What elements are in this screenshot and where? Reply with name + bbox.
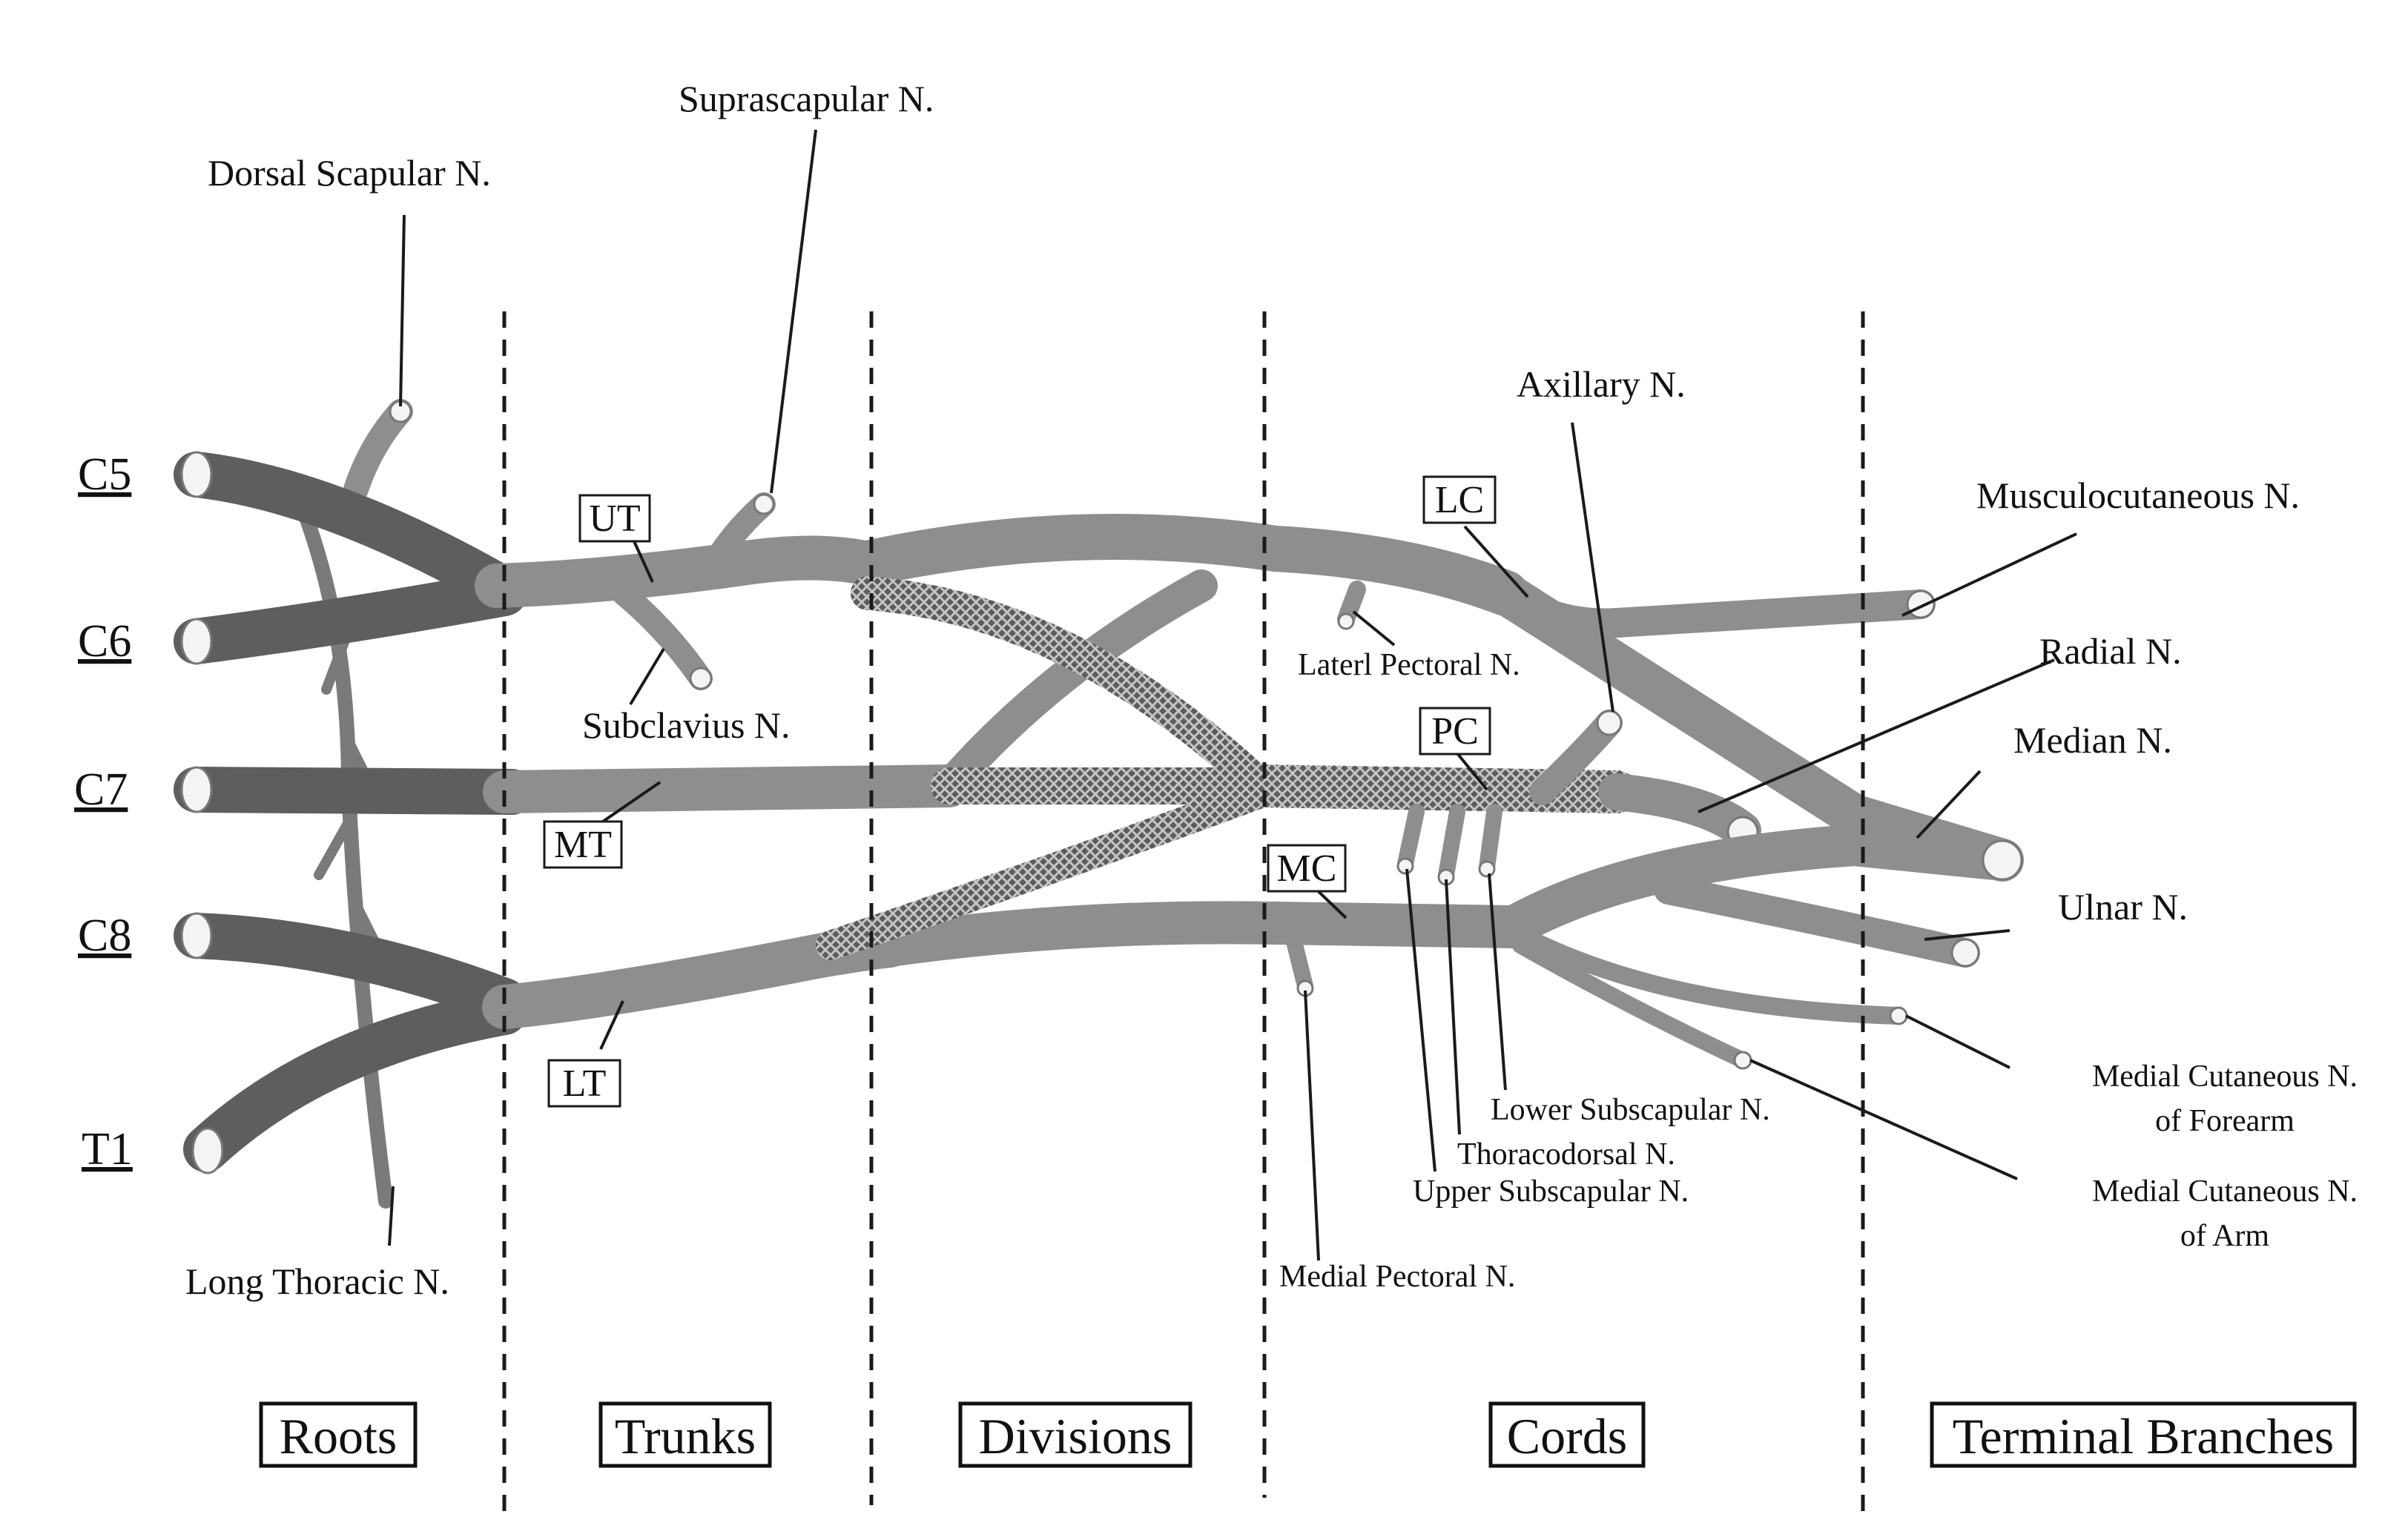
root-t1-nerve bbox=[183, 989, 527, 1172]
region-label-roots: Roots bbox=[280, 1408, 398, 1464]
trunk-label-lower: LT bbox=[563, 1063, 607, 1105]
label-medial-cutaneous-arm-2: of Arm bbox=[2180, 1219, 2269, 1253]
label-median: Median N. bbox=[2013, 719, 2172, 761]
root-label-c5: C5 bbox=[78, 449, 131, 500]
label-dorsal-scapular: Dorsal Scapular N. bbox=[208, 152, 491, 194]
root-label-t1: T1 bbox=[82, 1124, 133, 1174]
label-lower-subscapular: Lower Subscapular N. bbox=[1491, 1093, 1770, 1127]
region-label-cords: Cords bbox=[1507, 1408, 1627, 1464]
terminal-branches-group bbox=[1286, 572, 2024, 1070]
trunk-label-upper: UT bbox=[589, 498, 640, 540]
cord-label-posterior: PC bbox=[1431, 710, 1479, 753]
label-upper-subscapular: Upper Subscapular N. bbox=[1413, 1174, 1689, 1209]
root-c8-nerve bbox=[174, 913, 527, 1024]
medial-pectoral-nerve bbox=[1286, 933, 1313, 994]
radial-nerve bbox=[1598, 773, 1761, 849]
root-c6-nerve bbox=[174, 570, 527, 664]
medial-cutaneous-arm-nerve bbox=[1512, 937, 1751, 1068]
subclavius-nerve bbox=[611, 581, 713, 690]
label-thoracodorsal: Thoracodorsal N. bbox=[1457, 1137, 1675, 1171]
divisions-group bbox=[816, 514, 1299, 967]
root-labels: C5 C6 C7 C8 T1 bbox=[74, 449, 133, 1174]
root-label-c7: C7 bbox=[74, 764, 128, 815]
region-label-trunks: Trunks bbox=[615, 1408, 756, 1464]
medial-cutaneous-forearm-nerve bbox=[1519, 929, 1907, 1025]
root-label-c8: C8 bbox=[78, 911, 131, 961]
region-dividers bbox=[502, 311, 1865, 1513]
branch-labels: Dorsal Scapular N. Suprascapular N. Subc… bbox=[185, 78, 2358, 1302]
root-end-caps bbox=[180, 451, 224, 1174]
suprascapular-nerve bbox=[700, 492, 776, 579]
root-label-c6: C6 bbox=[78, 616, 131, 667]
leader-lines bbox=[388, 129, 2077, 1261]
label-suprascapular: Suprascapular N. bbox=[679, 78, 934, 119]
label-medial-cutaneous-forearm-1: Medial Cutaneous N. bbox=[2092, 1060, 2358, 1094]
root-c7-nerve bbox=[174, 767, 535, 815]
label-medial-pectoral: Medial Pectoral N. bbox=[1279, 1260, 1515, 1294]
root-c5-nerve bbox=[174, 452, 520, 609]
lower-subscapular-nerve bbox=[1479, 804, 1502, 876]
medial-cord bbox=[1254, 902, 1534, 948]
anterior-division-upper bbox=[845, 514, 1299, 586]
ulnar-nerve bbox=[1654, 875, 1980, 968]
upper-subscapular-nerve bbox=[1397, 804, 1425, 872]
trunk-label-middle: MT bbox=[554, 824, 612, 866]
median-lateral-root bbox=[1484, 572, 2024, 882]
roots-group bbox=[174, 452, 535, 1172]
region-labels: Roots Trunks Divisions Cords Terminal Br… bbox=[259, 1401, 2357, 1468]
label-medial-cutaneous-arm-1: Medial Cutaneous N. bbox=[2092, 1174, 2358, 1209]
label-medial-cutaneous-forearm-2: of Forearm bbox=[2155, 1104, 2295, 1138]
anterior-division-middle bbox=[933, 569, 1218, 802]
cord-label-lateral: LC bbox=[1435, 479, 1484, 521]
label-axillary: Axillary N. bbox=[1517, 363, 1686, 405]
dorsal-scapular-nerve bbox=[343, 399, 413, 502]
label-lateral-pectoral: Laterl Pectoral N. bbox=[1298, 648, 1520, 682]
region-label-terminal-branches: Terminal Branches bbox=[1953, 1408, 2334, 1464]
posterior-division-lower bbox=[816, 779, 1276, 960]
region-label-divisions: Divisions bbox=[979, 1408, 1172, 1464]
trunk-cord-boxes: UT MT LT LC PC MC bbox=[543, 475, 1497, 1108]
upper-trunk bbox=[475, 535, 890, 608]
label-radial: Radial N. bbox=[2039, 630, 2182, 672]
thoracodorsal-nerve bbox=[1438, 804, 1465, 883]
middle-trunk bbox=[483, 764, 971, 813]
lateral-cord bbox=[1253, 526, 1528, 616]
cord-label-medial: MC bbox=[1277, 847, 1337, 890]
label-ulnar: Ulnar N. bbox=[2058, 886, 2188, 928]
anterior-division-lower bbox=[868, 901, 1297, 967]
label-long-thoracic: Long Thoracic N. bbox=[185, 1260, 449, 1302]
posterior-division-upper bbox=[851, 576, 1278, 803]
label-musculocutaneous: Musculocutaneous N. bbox=[1976, 475, 2300, 516]
median-medial-root bbox=[1492, 824, 2023, 948]
label-subclavius: Subclavius N. bbox=[582, 704, 791, 746]
